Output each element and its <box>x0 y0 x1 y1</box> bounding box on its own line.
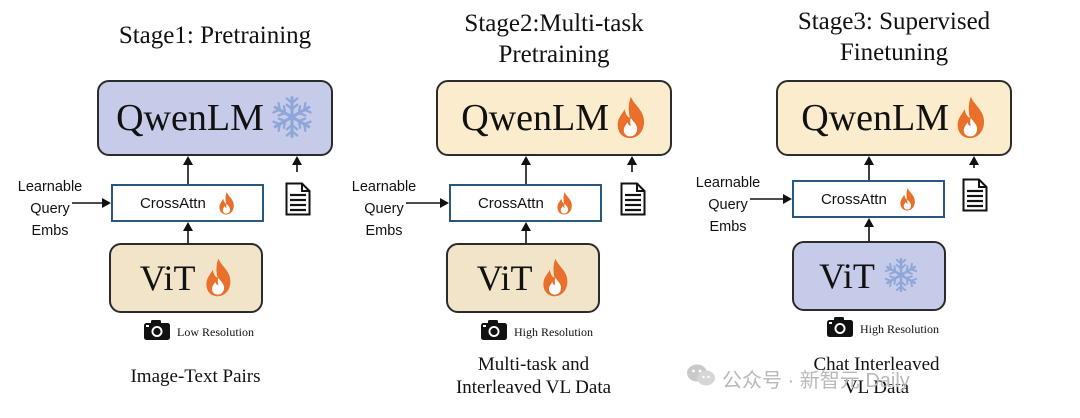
up-arrow <box>182 222 193 243</box>
crossattn-label: CrossAttn <box>477 194 544 212</box>
up-arrow <box>182 156 193 184</box>
up-arrow <box>863 156 874 180</box>
wechat-icon <box>686 362 716 394</box>
stage-title-line: Pretraining <box>498 41 610 68</box>
stage-title-line: Stage2:Multi-task <box>464 10 644 37</box>
training-data-label: Image-Text Pairs <box>66 365 326 388</box>
text-document-icon <box>962 178 988 217</box>
watermark-text: 公众号 · 新智元 Daily <box>722 369 910 392</box>
flame-icon <box>218 191 235 219</box>
qwenlm-box: QwenLM <box>436 80 672 156</box>
query-embs-line: Embs <box>709 219 747 235</box>
vit-box: ViT <box>792 241 946 311</box>
flame-icon <box>204 257 233 302</box>
up-arrow <box>520 222 531 243</box>
vit-box: ViT <box>446 243 600 313</box>
up-arrow <box>863 218 874 241</box>
right-arrow <box>406 198 449 208</box>
training-data-line: Image-Text Pairs <box>130 366 261 387</box>
flame-icon <box>615 95 647 144</box>
right-arrow <box>72 198 111 208</box>
query-embs-line: Embs <box>365 223 403 239</box>
crossattn-box: CrossAttn <box>792 180 945 218</box>
up-arrow <box>520 156 531 184</box>
stage-title-line: Stage3: Supervised <box>797 8 991 35</box>
resolution-row: High Resolution <box>480 319 593 346</box>
resolution-row: High Resolution <box>826 316 939 343</box>
snowflake-icon <box>883 257 919 298</box>
qwenlm-box: QwenLM <box>97 80 333 156</box>
camera-icon <box>826 316 854 343</box>
stage-title-line: Finetuning <box>839 39 949 66</box>
snowflake-icon <box>270 95 314 144</box>
query-embs-line: Learnable <box>351 179 417 195</box>
crossattn-box: CrossAttn <box>449 184 602 222</box>
query-embs-line: Query <box>708 197 748 213</box>
resolution-row: Low Resolution <box>143 319 254 346</box>
flame-icon <box>556 191 573 219</box>
flame-icon <box>541 257 570 302</box>
qwenlm-label: QwenLM <box>801 97 950 139</box>
camera-icon <box>480 319 508 346</box>
qwenlm-box: QwenLM <box>776 80 1012 156</box>
vit-label: ViT <box>139 258 196 298</box>
query-embs-line: Query <box>364 201 404 217</box>
up-arrow <box>969 156 979 168</box>
crossattn-label: CrossAttn <box>820 190 887 208</box>
watermark: 公众号 · 新智元 Daily <box>686 362 910 394</box>
text-document-icon <box>620 182 646 221</box>
right-arrow <box>750 194 792 204</box>
resolution-label: High Resolution <box>860 322 940 336</box>
stage-title-line: Stage1: Pretraining <box>118 22 312 49</box>
training-data-line: Interleaved VL Data <box>455 377 612 398</box>
resolution-label: Low Resolution <box>177 325 254 339</box>
training-data-line: Multi-task and <box>477 354 590 375</box>
vit-box: ViT <box>109 243 263 313</box>
query-embs-line: Embs <box>31 223 69 239</box>
qwenlm-label: QwenLM <box>116 97 264 139</box>
vit-label: ViT <box>819 256 875 296</box>
text-document-icon <box>285 182 311 221</box>
query-embs-line: Learnable <box>17 179 83 195</box>
crossattn-label: CrossAttn <box>139 194 206 212</box>
flame-icon <box>899 187 916 215</box>
training-data-line: Chat Interleaved <box>813 354 940 375</box>
resolution-label: High Resolution <box>514 325 594 339</box>
query-embs-line: Query <box>30 201 70 217</box>
camera-icon <box>143 319 171 346</box>
vit-label: ViT <box>476 258 533 298</box>
stage-title: Stage1: Pretraining <box>65 20 365 51</box>
up-arrow <box>627 156 637 172</box>
qwenlm-label: QwenLM <box>461 97 610 139</box>
query-embs-line: Learnable <box>695 175 761 191</box>
crossattn-box: CrossAttn <box>111 184 264 222</box>
up-arrow <box>292 156 302 172</box>
training-data-line: VL Data <box>843 377 910 398</box>
flame-icon <box>955 95 987 144</box>
